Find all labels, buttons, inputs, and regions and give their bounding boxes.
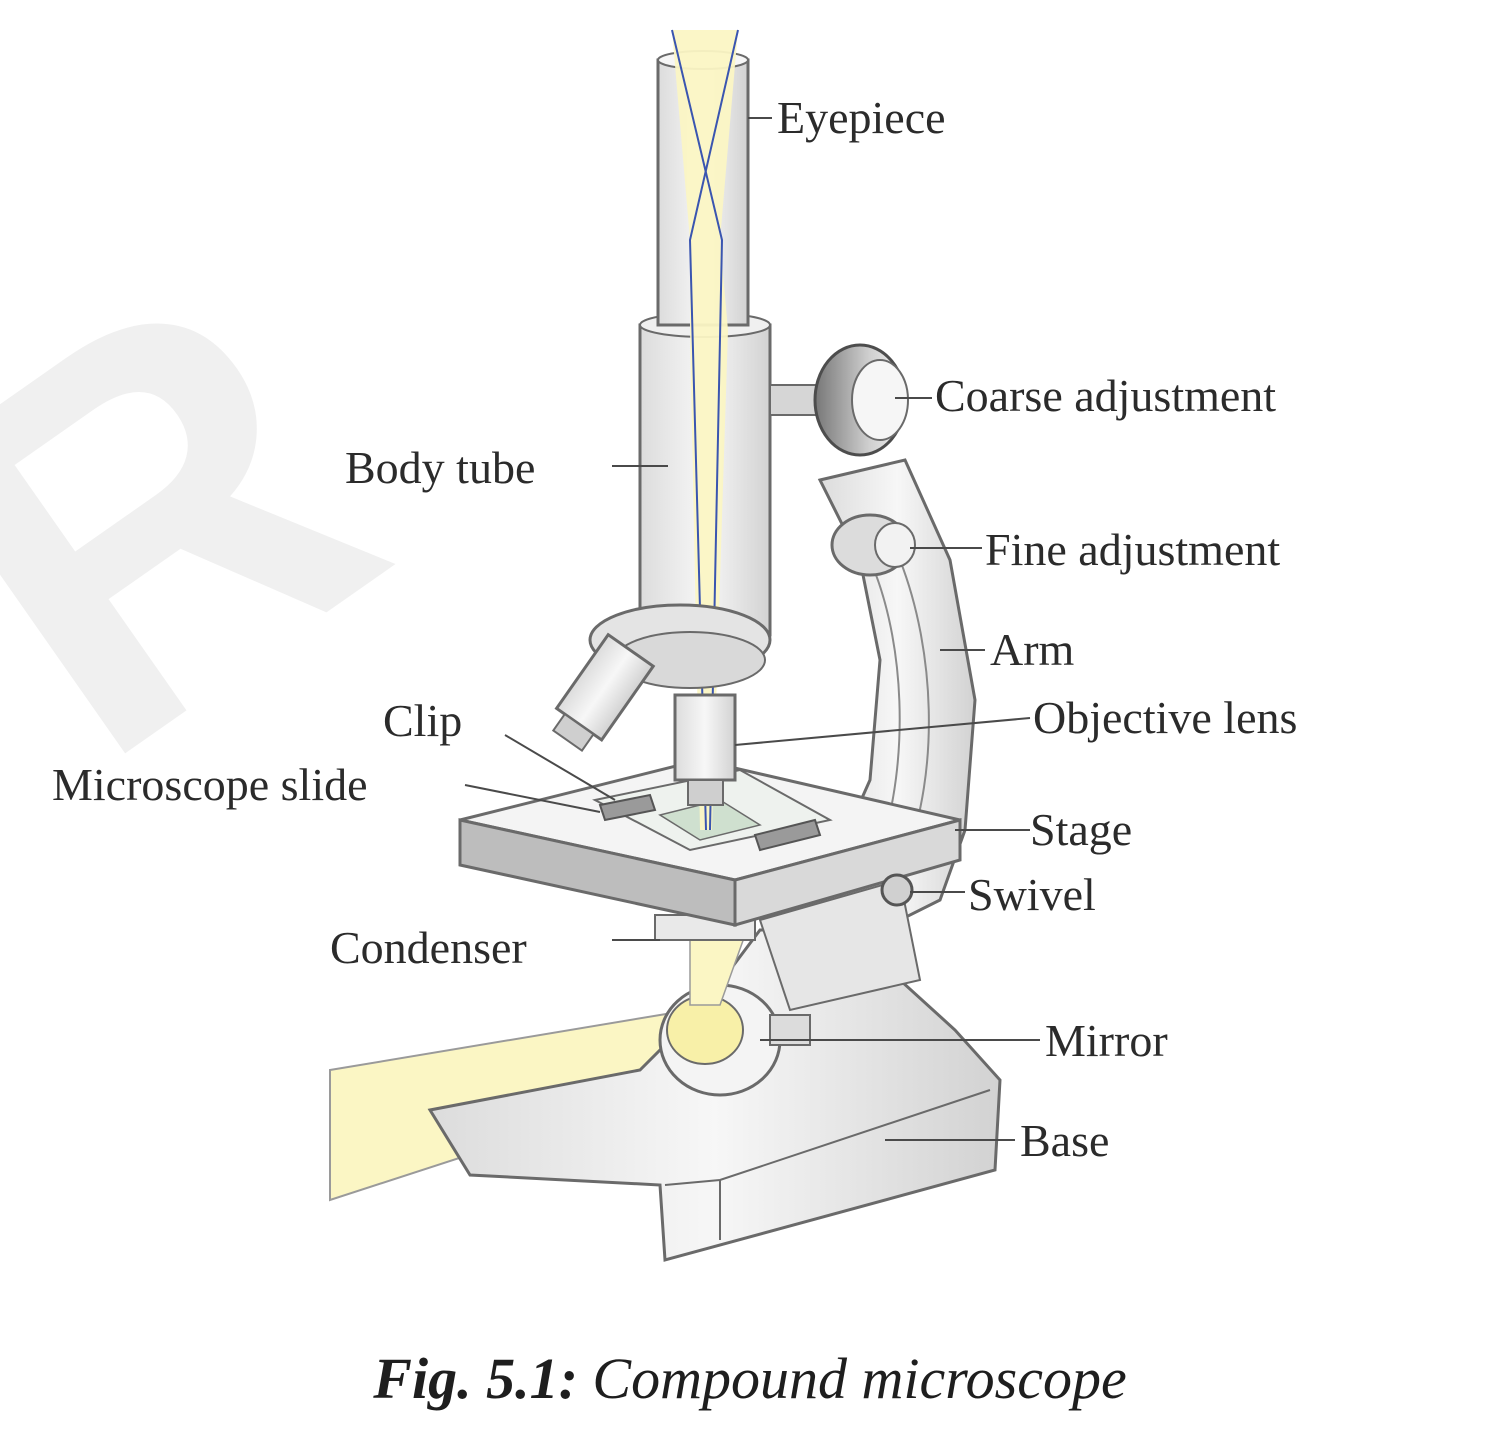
objective-lens-shape: [673, 693, 737, 782]
label-eyepiece: Eyepiece: [777, 92, 946, 143]
label-mirror: Mirror: [1045, 1015, 1168, 1066]
tube-light-beam: [672, 30, 738, 830]
leader-lines: [464, 117, 1040, 1141]
label-arm: Arm: [990, 624, 1075, 675]
label-swivel: Swivel: [968, 869, 1096, 920]
label-objective-lens: Objective lens: [1033, 692, 1298, 743]
clip-shape: [598, 793, 657, 822]
label-coarse-adjustment: Coarse adjustment: [935, 370, 1277, 421]
figure-title: Compound microscope: [592, 1346, 1127, 1411]
label-base: Base: [1020, 1115, 1110, 1166]
label-microscope-slide: Microscope slide: [52, 759, 368, 810]
label-stage: Stage: [1030, 804, 1133, 855]
label-clip: Clip: [383, 695, 463, 746]
swivel-shape: [880, 873, 914, 907]
figure-caption: Fig. 5.1: Compound microscope: [0, 1345, 1500, 1412]
label-fine-adjustment: Fine adjustment: [985, 524, 1281, 575]
figure-number: Fig. 5.1:: [373, 1346, 578, 1411]
label-body-tube: Body tube: [345, 442, 536, 493]
label-condenser: Condenser: [330, 922, 527, 973]
